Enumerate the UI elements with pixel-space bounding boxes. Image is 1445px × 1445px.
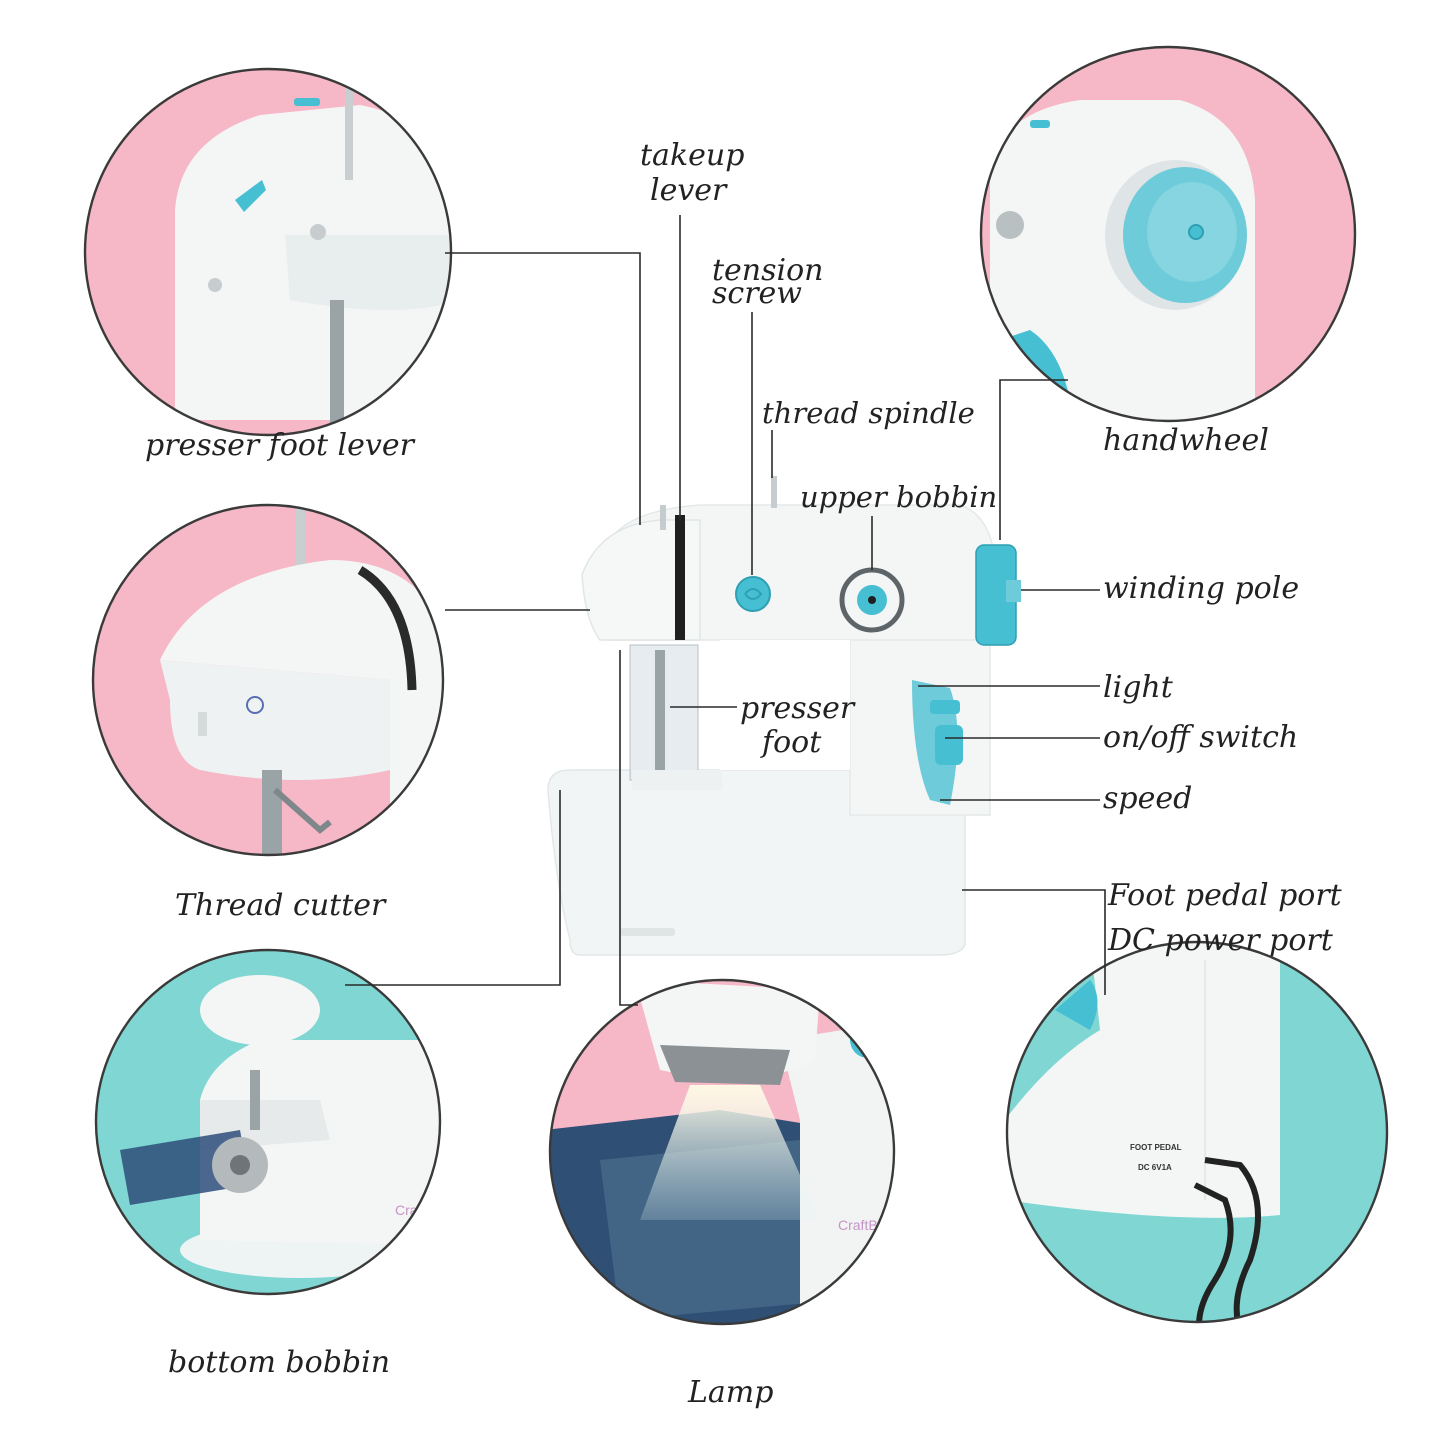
label-lamp: Lamp [687,1375,773,1410]
label-takeup-lever-line2: lever [650,173,728,208]
dc-jack-label: DC 6V1A [1138,1163,1172,1172]
detail-circle-ports: FOOT PEDAL DC 6V1A [1007,942,1387,1322]
detail-circle-border [83,67,453,437]
label-thread-spindle: thread spindle [762,396,975,430]
label-bottom-bobbin: bottom bobbin [168,1345,390,1380]
label-on-off-switch: on/off switch [1103,720,1298,755]
label-presser-foot-lever: presser foot lever [145,428,416,463]
label-winding-pole: winding pole [1103,571,1299,606]
detail-circle-presser-foot-lever [85,69,451,435]
detail-circle-thread-cutter [93,505,443,855]
label-thread-cutter: Thread cutter [175,888,387,923]
label-tension-screw-line1: tension [712,253,824,288]
detail-circle-border [94,948,442,1296]
label-light: light [1103,670,1174,705]
brand-logo-text: CraftBud [395,1202,450,1218]
label-foot-pedal-port: Foot pedal port [1107,878,1343,913]
detail-circle-border [979,45,1357,423]
detail-circle-border [548,978,896,1326]
sewing-machine-illustration [547,476,1021,956]
label-speed: speed [1103,781,1192,816]
label-presser-foot-line2: foot [760,725,822,760]
brand-logo-text: CraftBud [838,1217,893,1233]
leader-lines [345,215,1106,1006]
foot-pedal-jack-label: FOOT PEDAL [1130,1143,1182,1152]
detail-circle-bottom-bobbin: CraftBud [96,950,450,1294]
label-upper-bobbin: upper bobbin [800,480,997,514]
label-handwheel: handwheel [1103,423,1269,458]
detail-circle-lamp: CraftBud [550,980,894,1324]
detail-circle-border [91,503,445,857]
label-tension-screw-line2: screw [712,276,802,311]
label-dc-power-port: DC power port [1107,923,1334,958]
detail-circle-border [1005,940,1389,1324]
label-takeup-lever-line1: takeup [640,138,744,173]
label-presser-foot-line1: presser [740,691,856,726]
